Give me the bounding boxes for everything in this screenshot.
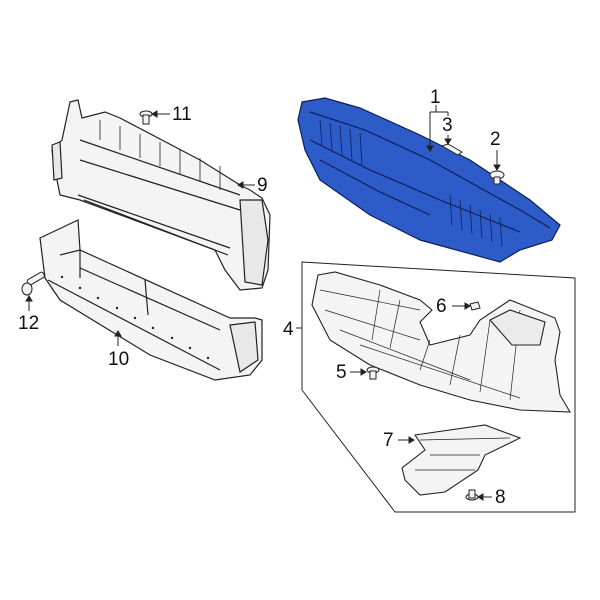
callout-5[interactable]: 5 <box>336 362 347 383</box>
splash-shield[interactable] <box>311 271 571 413</box>
callout-9[interactable]: 9 <box>257 175 268 196</box>
clip-6[interactable] <box>469 301 481 311</box>
callout-8[interactable]: 8 <box>495 487 506 508</box>
callout-6[interactable]: 6 <box>436 296 447 317</box>
callout-1[interactable]: 1 <box>430 87 441 108</box>
clip-5[interactable] <box>366 366 380 380</box>
clip-8[interactable] <box>465 489 479 501</box>
upper-air-deflector[interactable] <box>51 99 271 291</box>
pad-3[interactable] <box>440 143 463 156</box>
callout-11[interactable]: 11 <box>172 104 192 125</box>
callout-12[interactable]: 12 <box>18 313 40 334</box>
callout-2[interactable]: 2 <box>490 129 501 150</box>
callout-3[interactable]: 3 <box>442 115 453 136</box>
clip-11[interactable] <box>139 110 153 125</box>
bolt-12[interactable] <box>21 271 45 296</box>
callout-10[interactable]: 10 <box>108 349 130 370</box>
assembly-box <box>301 261 576 513</box>
callout-4[interactable]: 4 <box>283 319 294 340</box>
callout-7[interactable]: 7 <box>383 430 394 451</box>
leader-lines <box>25 105 501 501</box>
highlighted-upper-panel[interactable] <box>297 97 561 263</box>
lower-air-deflector[interactable] <box>39 219 263 381</box>
clip-2[interactable] <box>489 170 505 185</box>
lower-shield[interactable] <box>401 424 522 496</box>
